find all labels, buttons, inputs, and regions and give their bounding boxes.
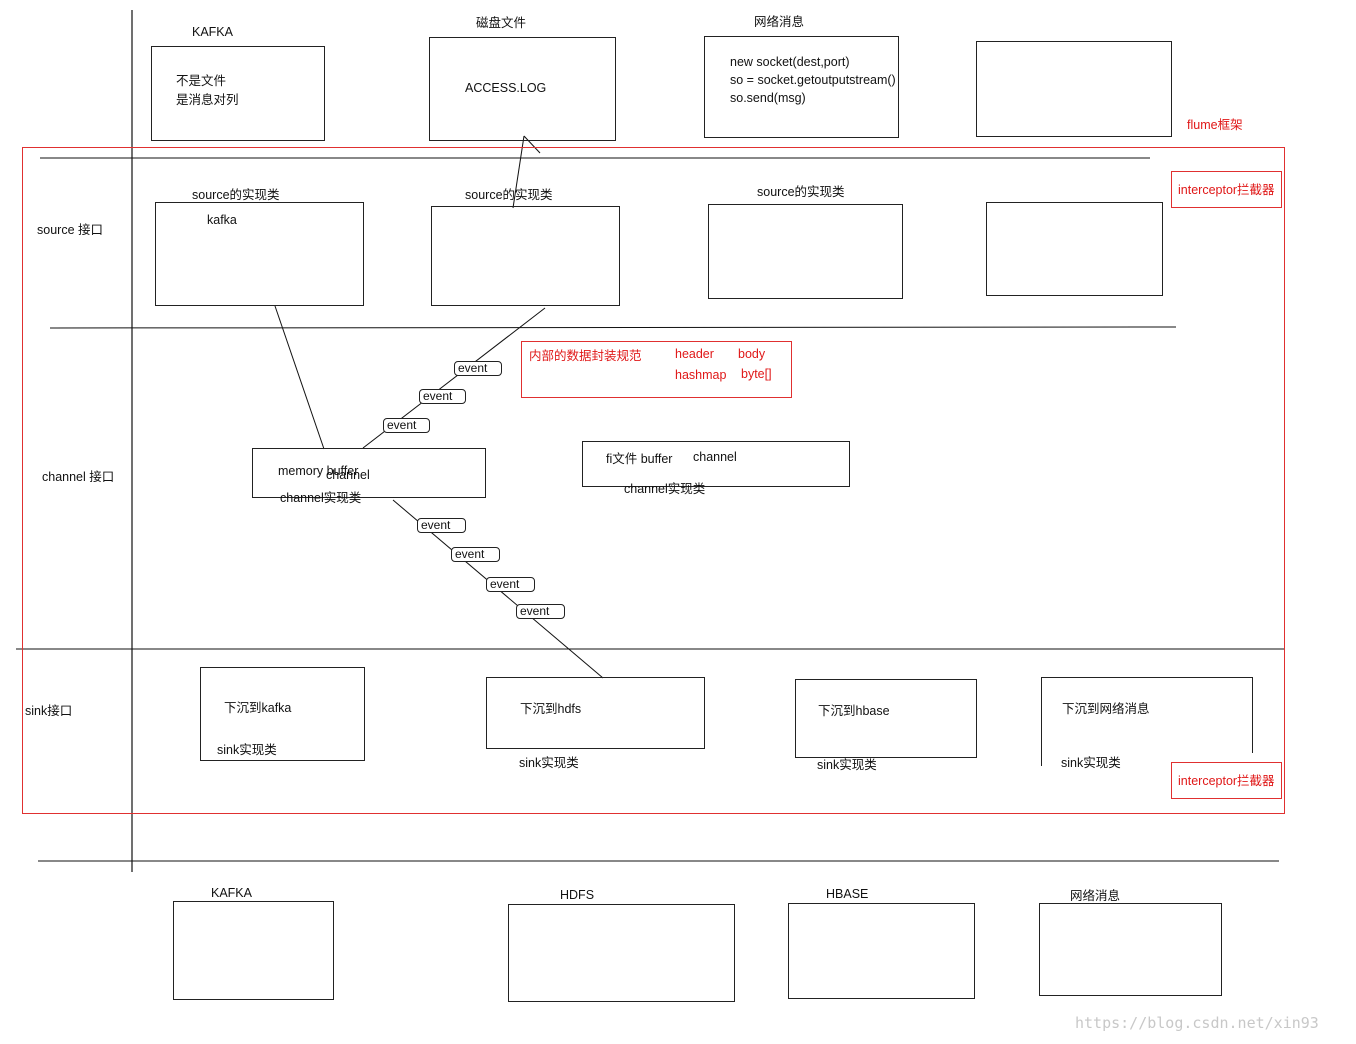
disk-file-text: ACCESS.LOG — [465, 81, 547, 95]
event-tag: event — [486, 577, 535, 592]
source-impl3-box — [708, 204, 903, 299]
interceptor-bottom-box — [1171, 762, 1282, 799]
event-spec-hashmap: hashmap — [675, 368, 727, 382]
flume-framework-frame — [22, 147, 1285, 814]
network-code-line3: so.send(msg) — [730, 91, 806, 105]
sink-network-box — [1041, 677, 1253, 766]
interceptor-top-label: interceptor拦截器 — [1178, 183, 1275, 197]
target-kafka-label: KAFKA — [211, 886, 252, 900]
event-spec-header: header — [675, 347, 714, 361]
kafka-source-line2: 是消息对列 — [176, 93, 239, 107]
event-tag: event — [454, 361, 502, 376]
channel-interface-label: channel 接口 — [42, 470, 115, 484]
target-kafka-box — [173, 901, 334, 1000]
interceptor-top-box — [1171, 171, 1282, 208]
watermark: https://blog.csdn.net/xin93 — [1075, 1014, 1319, 1032]
event-tag: event — [516, 604, 565, 619]
source-interface-label: source 接口 — [37, 223, 103, 237]
event-spec-body: body — [738, 347, 766, 361]
separator-source-channel — [49, 326, 1177, 329]
file-channel-text1: fi文件 buffer — [606, 452, 673, 466]
sink-interface-label: sink接口 — [25, 704, 73, 718]
sink-hdfs-box — [486, 677, 705, 749]
kafka-source-line1: 不是文件 — [176, 74, 227, 88]
sink-hbase-box — [795, 679, 977, 758]
link-disk-to-source-tail — [523, 135, 541, 154]
event-tag: event — [419, 389, 466, 404]
memory-channel-box — [252, 448, 486, 498]
sink-hdfs-text: 下沉到hdfs — [520, 702, 582, 716]
memory-channel-impl: channel实现类 — [280, 491, 362, 505]
target-network-box — [1039, 903, 1222, 996]
sink-hdfs-impl: sink实现类 — [519, 756, 579, 770]
source-impl4-box — [986, 202, 1163, 296]
target-hbase-label: HBASE — [826, 887, 869, 901]
file-channel-box — [582, 441, 850, 487]
link-disk-to-source — [512, 135, 525, 209]
memory-channel-text1: memory buffer — [278, 464, 359, 478]
event-tag: event — [451, 547, 500, 562]
disk-file-label: 磁盘文件 — [476, 16, 527, 30]
interceptor-bottom-label: interceptor拦截器 — [1178, 774, 1275, 788]
network-message-box — [704, 36, 899, 138]
source-impl1-box — [155, 202, 364, 306]
event-spec-bytes: byte[] — [741, 367, 772, 381]
source-impl3-title: source的实现类 — [757, 185, 845, 199]
sink-hbase-text: 下沉到hbase — [818, 704, 890, 718]
network-message-label: 网络消息 — [754, 15, 805, 29]
sink-network-impl: sink实现类 — [1061, 756, 1121, 770]
target-hbase-box — [788, 903, 975, 999]
event-spec-title: 内部的数据封装规范 — [529, 349, 642, 363]
disk-file-box — [429, 37, 616, 141]
event-tag: event — [383, 418, 430, 433]
source-impl2-box — [431, 206, 620, 306]
sink-network-text: 下沉到网络消息 — [1062, 702, 1150, 716]
empty-source-box — [976, 41, 1172, 137]
link-kafka-source-to-channel — [274, 305, 325, 450]
target-network-label: 网络消息 — [1070, 889, 1121, 903]
event-spec-box — [521, 341, 792, 398]
event-tag: event — [417, 518, 466, 533]
source-impl1-title: source的实现类 — [192, 188, 280, 202]
network-code-line1: new socket(dest,port) — [730, 55, 850, 69]
sink-kafka-impl: sink实现类 — [217, 743, 277, 757]
target-hdfs-box — [508, 904, 735, 1002]
file-channel-text2: channel — [693, 450, 737, 464]
target-hdfs-label: HDFS — [560, 888, 595, 902]
file-channel-impl: channel实现类 — [624, 482, 706, 496]
network-code-line2: so = socket.getoutputstream() — [730, 73, 896, 87]
source-impl2-title: source的实现类 — [465, 188, 553, 202]
kafka-source-box — [151, 46, 325, 141]
sink-hbase-impl: sink实现类 — [817, 758, 877, 772]
flume-framework-title: flume框架 — [1187, 118, 1243, 132]
sink-kafka-box — [200, 667, 365, 761]
memory-channel-text2: channel — [326, 468, 370, 482]
sink-kafka-text: 下沉到kafka — [224, 701, 292, 715]
kafka-source-label: KAFKA — [192, 25, 233, 39]
source-impl1-text: kafka — [207, 213, 237, 227]
